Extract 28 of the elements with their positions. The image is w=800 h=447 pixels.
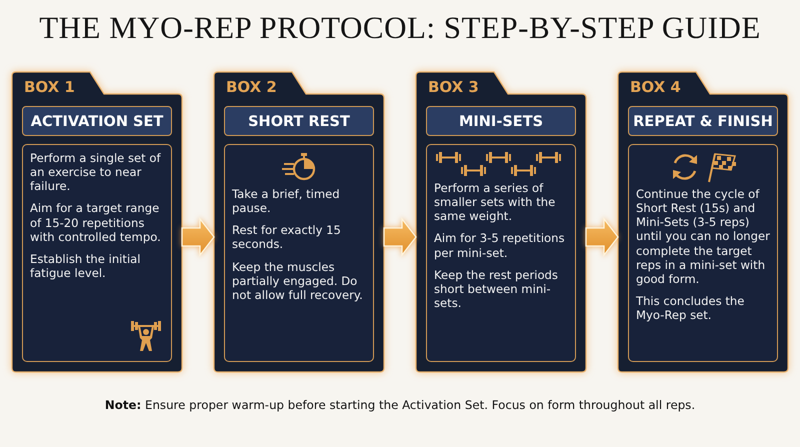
description-text: This concludes the Myo-Rep set. (636, 294, 746, 322)
folder-card (618, 72, 788, 372)
step-title: MINI-SETS (426, 106, 576, 136)
step-number: BOX 2 (226, 78, 277, 96)
step-title: REPEAT & FINISH (628, 106, 778, 136)
description-text: Continue the cycle of Short Rest (15s) and Mini-Sets (3-5 reps) until you can no longer complete the target reps in a mini-set with good form. (636, 187, 770, 286)
flow-arrow (181, 217, 215, 257)
description-text: Rest for exactly 15 seconds. (232, 223, 342, 252)
description-text: Establish the initial fatigue level. (30, 252, 142, 280)
description-text: Perform a series of smaller sets with the same weight. (434, 181, 556, 224)
flow-arrow (585, 217, 619, 257)
description-text: Keep the rest periods short between mini-sets. (434, 268, 559, 310)
step-number: BOX 4 (630, 78, 681, 96)
description-text: Take a brief, timed pause. (232, 187, 341, 216)
flow-arrow (383, 217, 417, 257)
description-text: Keep the muscles partially engaged. Do not allow full recovery. (232, 260, 364, 302)
step-title: ACTIVATION SET (22, 106, 172, 136)
title: THE MYO-REP PROTOCOL: STEP-BY-STEP GUIDE (38, 10, 762, 46)
step-number: BOX 3 (428, 78, 479, 96)
description-text: Aim for 3-5 repetitions per mini-set. (434, 231, 566, 260)
description-text: Aim for a target range of 15-20 repetitions with controlled tempo. (30, 201, 162, 244)
note-text: Note: Ensure proper warm-up before starting the Activation Set. Focus on form throughout all reps. (104, 398, 696, 412)
folder-card (214, 72, 384, 372)
folder-card (416, 72, 586, 372)
description-text: Perform a single set of an exercise to near failure. (30, 151, 162, 194)
step-title: SHORT REST (224, 106, 374, 136)
folder-card (12, 72, 182, 372)
step-number: BOX 1 (24, 78, 75, 96)
